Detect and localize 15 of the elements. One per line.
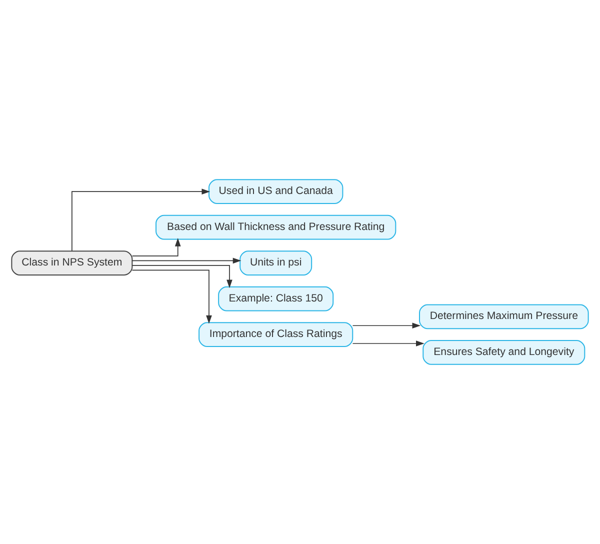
arrow	[72, 188, 210, 252]
node-box: Used in US and Canada	[208, 179, 344, 204]
arrow	[352, 322, 421, 329]
node-box: Ensures Safety and Longevity	[422, 340, 586, 365]
arrow	[132, 238, 181, 256]
node-box: Units in psi	[240, 250, 312, 276]
arrow	[132, 258, 242, 264]
arrow	[132, 265, 232, 288]
node-box: Importance of Class Ratings	[198, 322, 354, 347]
arrow	[132, 270, 212, 324]
node-box: Class in NPS System	[11, 250, 133, 276]
node-box: Determines Maximum Pressure	[419, 304, 589, 330]
arrow	[352, 340, 424, 346]
node-box: Based on Wall Thickness and Pressure Rating	[156, 214, 396, 240]
node-box: Example: Class 150	[218, 286, 334, 312]
